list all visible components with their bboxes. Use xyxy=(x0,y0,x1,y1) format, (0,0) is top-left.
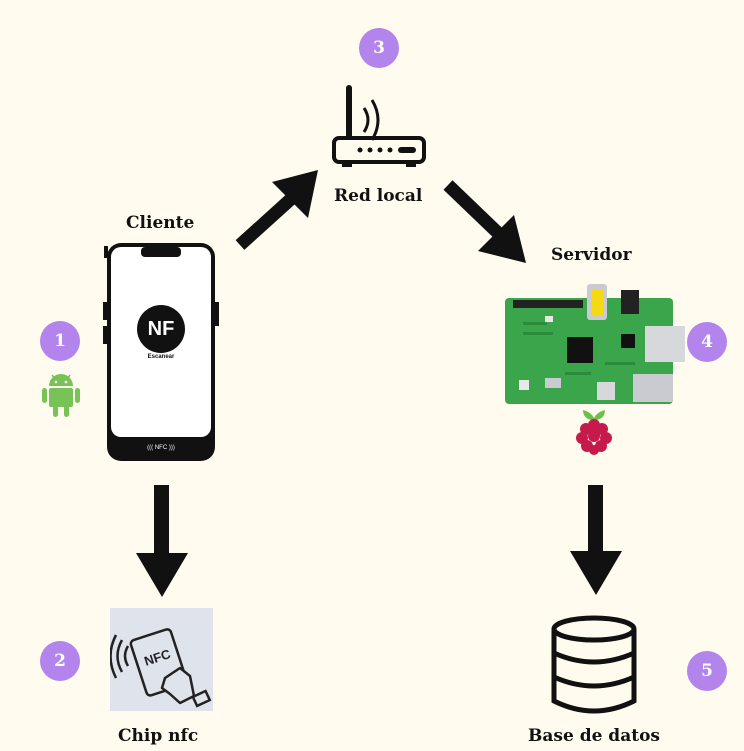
scan-label: Escanear xyxy=(147,354,175,360)
label-cliente: Cliente xyxy=(126,213,195,233)
label-chip-nfc: Chip nfc xyxy=(118,726,199,746)
step-badge-3: 3 xyxy=(359,28,399,68)
phone-nfc-label: ((( NFC ))) xyxy=(147,445,175,451)
arrow-cliente-to-chip xyxy=(136,485,188,597)
nf-logo: NF xyxy=(137,305,185,353)
label-servidor: Servidor xyxy=(551,245,632,265)
step-badge-1: 1 xyxy=(40,321,80,361)
arrow-cliente-to-red xyxy=(235,170,318,250)
step-badge-2: 2 xyxy=(40,641,80,681)
arrow-red-to-servidor xyxy=(443,180,526,263)
arrow-servidor-to-base xyxy=(570,485,622,595)
router-icon xyxy=(332,85,426,167)
step-badge-4: 4 xyxy=(687,322,727,362)
label-base-de-datos: Base de datos xyxy=(528,726,660,746)
nfc-card-icon: NFC xyxy=(110,608,213,711)
android-icon xyxy=(42,374,80,417)
raspberry-pi-board-icon xyxy=(505,284,685,404)
phone-icon: NF Escanear ((( NFC ))) xyxy=(103,242,219,462)
database-icon xyxy=(551,615,637,714)
raspberry-logo-icon xyxy=(576,410,612,455)
step-badge-5: 5 xyxy=(687,651,727,691)
label-red-local: Red local xyxy=(334,186,423,206)
